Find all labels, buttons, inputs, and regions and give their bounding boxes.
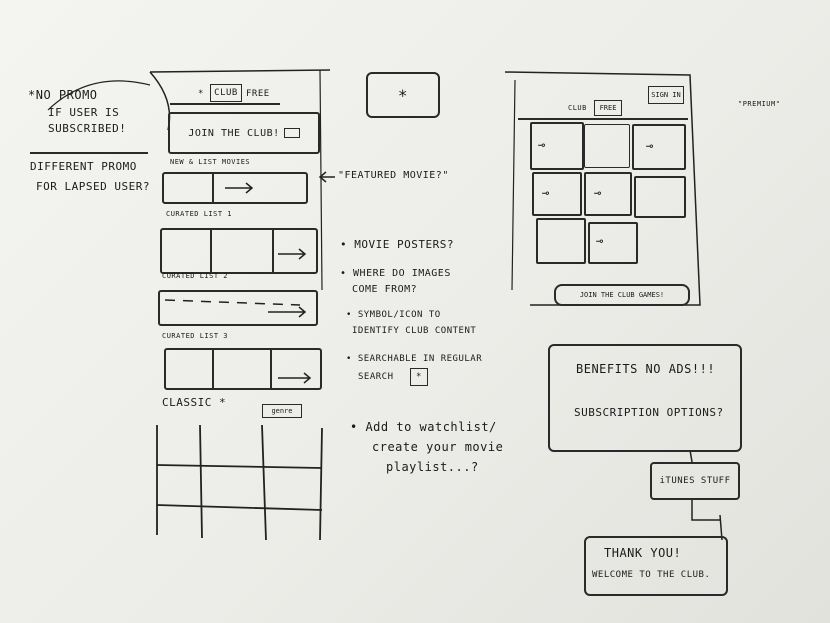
row-divider xyxy=(270,350,272,388)
new-list-label: NEW & LIST MOVIES xyxy=(170,158,251,166)
right-tab-club[interactable]: CLUB xyxy=(568,104,587,112)
different-promo-line-1: DIFFERENT PROMO xyxy=(30,160,137,173)
benefits-text: BENEFITS NO ADS!!! xyxy=(576,362,716,376)
sign-in-label: SIGN IN xyxy=(651,91,681,99)
grid-tile[interactable]: ⊸ xyxy=(632,124,686,170)
bullet-symbol-line-1: • SYMBOL/ICON TO xyxy=(346,310,441,320)
genre-label: genre xyxy=(271,407,293,415)
subscription-text: SUBSCRIPTION OPTIONS? xyxy=(574,406,724,419)
sign-in-button[interactable]: SIGN IN xyxy=(648,86,684,104)
note-divider xyxy=(30,152,148,154)
search-badge: * xyxy=(410,368,428,386)
callout-star: * xyxy=(397,85,409,105)
no-promo-note-line-2: IF USER IS xyxy=(48,106,120,119)
itunes-text: iTUNES STUFF xyxy=(659,476,731,486)
new-list-row[interactable] xyxy=(162,172,308,204)
bullet-symbol-line-2: IDENTIFY CLUB CONTENT xyxy=(352,326,477,336)
itunes-box: iTUNES STUFF xyxy=(650,462,740,500)
featured-movie-note: "FEATURED MOVIE?" xyxy=(338,170,449,181)
bullet-watchlist-line-1: • Add to watchlist/ xyxy=(350,420,497,434)
bullet-images-line-2: COME FROM? xyxy=(352,284,418,295)
key-icon: ⊸ xyxy=(596,234,604,248)
tab-club-label: CLUB xyxy=(214,88,238,98)
right-tab-underline xyxy=(518,118,688,120)
thank-you-box: THANK YOU! WELCOME TO THE CLUB. xyxy=(584,536,728,596)
benefits-box: BENEFITS NO ADS!!! SUBSCRIPTION OPTIONS? xyxy=(548,344,742,452)
classic-label: CLASSIC * xyxy=(162,396,227,409)
curated-2-row[interactable] xyxy=(158,290,318,326)
bullet-watchlist-line-3: playlist...? xyxy=(386,460,479,474)
premium-note: "PREMIUM" xyxy=(738,100,781,108)
grid-tile[interactable] xyxy=(634,176,686,218)
right-tab-free-label: FREE xyxy=(599,104,617,112)
tab-free[interactable]: FREE xyxy=(246,89,270,99)
curated-3-label: CURATED LIST 3 xyxy=(162,332,229,340)
curated-1-label: CURATED LIST 1 xyxy=(166,210,233,218)
promo-image-placeholder xyxy=(283,128,300,138)
join-club-promo[interactable]: JOIN THE CLUB! xyxy=(168,112,320,154)
tab-underline xyxy=(170,103,280,105)
curated-1-row[interactable] xyxy=(160,228,318,274)
bullet-search-line-1: • SEARCHABLE IN REGULAR xyxy=(346,354,483,364)
grid-tile[interactable]: ⊸ xyxy=(588,222,638,264)
join-games-label: JOIN THE CLUB GAMES! xyxy=(579,291,665,299)
bullet-images-line-1: • WHERE DO IMAGES xyxy=(340,268,451,279)
tab-club[interactable]: CLUB xyxy=(210,84,242,102)
row-divider xyxy=(212,174,214,202)
different-promo-line-2: FOR LAPSED USER? xyxy=(36,180,150,193)
bullet-search-line-2: SEARCH xyxy=(358,372,394,382)
row-divider xyxy=(210,230,212,272)
join-games-button[interactable]: JOIN THE CLUB GAMES! xyxy=(554,284,690,306)
no-promo-note-line-1: *NO PROMO xyxy=(28,88,98,102)
curated-2-label: CURATED LIST 2 xyxy=(162,272,229,280)
thank-you-text: THANK YOU! xyxy=(604,546,682,560)
bullet-watchlist-line-2: create your movie xyxy=(372,440,504,454)
grid-tile[interactable]: ⊸ xyxy=(532,172,582,216)
row-divider xyxy=(212,350,214,388)
genre-dropdown[interactable]: genre xyxy=(262,404,302,418)
key-icon: ⊸ xyxy=(538,138,546,152)
featured-callout: * xyxy=(366,72,440,118)
welcome-text: WELCOME TO THE CLUB. xyxy=(592,570,711,580)
join-club-label: JOIN THE CLUB! xyxy=(188,127,280,139)
search-badge-star: * xyxy=(416,372,422,382)
right-tab-free[interactable]: FREE xyxy=(594,100,622,116)
key-icon: ⊸ xyxy=(594,186,602,200)
grid-tile[interactable]: ⊸ xyxy=(584,172,632,216)
key-icon: ⊸ xyxy=(542,186,550,200)
key-icon: ⊸ xyxy=(646,139,654,153)
no-promo-note-line-3: SUBSCRIBED! xyxy=(48,122,127,135)
curated-3-row[interactable] xyxy=(164,348,322,390)
grid-tile[interactable] xyxy=(584,124,630,168)
grid-tile[interactable] xyxy=(536,218,586,264)
grid-tile[interactable]: ⊸ xyxy=(530,122,584,170)
star-tab[interactable]: * xyxy=(198,89,204,99)
bullet-posters: • MOVIE POSTERS? xyxy=(340,238,454,251)
row-divider xyxy=(272,230,274,272)
